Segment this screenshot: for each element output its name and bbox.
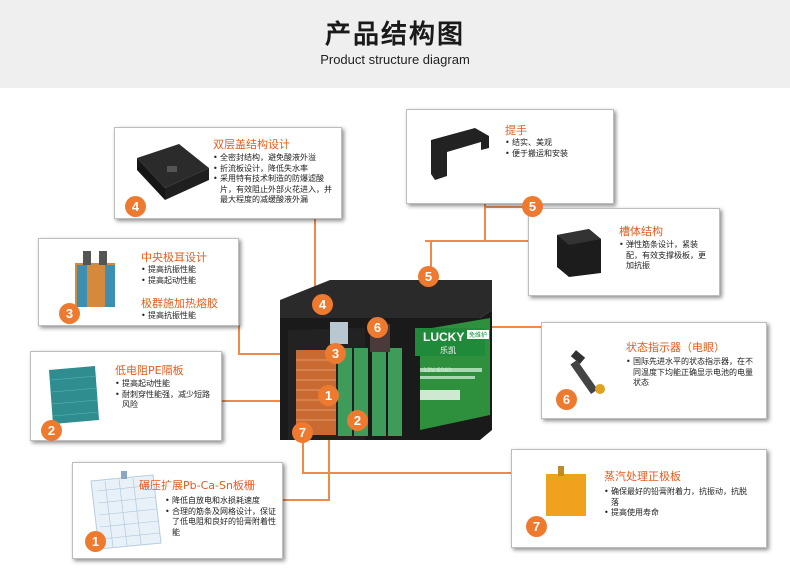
connector-line	[302, 472, 512, 474]
cover-point: 采用特有技术制造的防爆滤酸片，有效阻止外部火花进入，并最大程度的减缓酸液外漏	[213, 174, 335, 206]
callout-case: 槽体结构 弹性筋条设计，紧装配，有效支撑极板，更加抗振	[528, 208, 720, 296]
connector-line	[314, 218, 316, 298]
callout-terminal: 中央极耳设计 提高抗振性能 提高起动性能 极群施加热熔胶 提高抗振性能 3	[38, 238, 239, 326]
marker-4: 4	[312, 294, 333, 315]
cover-point: 全密封结构，避免酸液外溢	[213, 153, 335, 164]
case-points: 弹性筋条设计，紧装配，有效支撑极板，更加抗振	[619, 240, 713, 272]
case-image	[557, 229, 601, 277]
plate-title: 蒸汽处理正极板	[604, 470, 681, 483]
battery-illustration	[280, 280, 492, 440]
terminal-point: 提高抗振性能	[141, 265, 235, 276]
battery-tag: 免维护	[467, 330, 490, 339]
badge-6: 6	[556, 389, 577, 410]
callout-cover: 双层盖结构设计 全密封结构，避免酸液外溢 折流板设计，降低失水率 采用特有技术制…	[114, 127, 342, 219]
callout-plate: 蒸汽处理正极板 确保最好的铅膏附着力，抗振动，抗脱落 提高使用寿命 7	[511, 449, 767, 548]
connector-line	[328, 395, 330, 500]
case-point: 弹性筋条设计，紧装配，有效支撑极板，更加抗振	[619, 240, 713, 272]
badge-2: 2	[41, 420, 62, 441]
plate-image	[546, 466, 586, 516]
hotmelt-title: 极群施加热熔胶	[141, 297, 218, 310]
indicator-image	[570, 350, 605, 395]
grid-point: 降低自放电和水损耗速度	[165, 496, 277, 507]
callout-grid: 碾压扩展Pb-Ca-Sn板栅 降低自放电和水损耗速度 合理的筋条及网格设计，保证…	[72, 462, 283, 559]
grid-image	[90, 471, 162, 550]
terminal-title: 中央极耳设计	[141, 251, 207, 264]
separator-image	[49, 366, 100, 424]
header-band: 产品结构图 Product structure diagram	[0, 0, 790, 88]
cover-title: 双层盖结构设计	[213, 138, 290, 151]
connector-line	[302, 440, 304, 474]
marker-3: 3	[325, 343, 346, 364]
hotmelt-point: 提高抗振性能	[141, 311, 235, 322]
grid-point: 合理的筋条及网格设计，保证了低电阻和良好的铅膏附着性能	[165, 507, 277, 539]
connector-line	[484, 202, 486, 242]
page-title: 产品结构图	[324, 20, 465, 50]
callout-indicator: 状态指示器（电眼） 国际先进水平的状态指示器，在不同温度下均能正确显示电池的电量…	[541, 322, 767, 419]
indicator-points: 国际先进水平的状态指示器，在不同温度下均能正确显示电池的电量状态	[626, 357, 758, 389]
handle-point: 结实、美观	[505, 138, 609, 149]
battery-brand-cn: 乐凯	[440, 346, 456, 355]
cover-point: 折流板设计，降低失水率	[213, 164, 335, 175]
separator-point: 耐刺穿性能强，减少短路风险	[115, 390, 215, 411]
marker-5-top: 5	[522, 196, 543, 217]
battery-brand: LUCKY	[423, 330, 465, 344]
badge-4: 4	[125, 196, 146, 217]
grid-points: 降低自放电和水损耗速度 合理的筋条及网格设计，保证了低电阻和良好的铅膏附着性能	[165, 496, 277, 538]
handle-point: 便于搬运和安装	[505, 149, 609, 160]
marker-5: 5	[418, 266, 439, 287]
callout-separator: 低电阻PE隔板 提高起动性能 耐刺穿性能强，减少短路风险 2	[30, 351, 222, 441]
marker-6: 6	[367, 317, 388, 338]
callout-handle: 提手 结实、美观 便于搬运和安装	[406, 109, 614, 204]
badge-1: 1	[85, 531, 106, 552]
connector-line	[238, 325, 240, 355]
cover-image	[137, 144, 209, 200]
connector-line	[282, 499, 330, 501]
terminal-point: 提高起动性能	[141, 276, 235, 287]
marker-7: 7	[292, 422, 313, 443]
indicator-title: 状态指示器（电眼）	[626, 341, 725, 354]
connector-line	[425, 240, 529, 242]
grid-title: 碾压扩展Pb-Ca-Sn板栅	[139, 479, 255, 492]
separator-title: 低电阻PE隔板	[115, 364, 184, 377]
case-title: 槽体结构	[619, 225, 663, 238]
connector-line	[484, 206, 526, 208]
terminal-points: 提高抗振性能 提高起动性能	[141, 265, 235, 286]
marker-2: 2	[347, 410, 368, 431]
indicator-point: 国际先进水平的状态指示器，在不同温度下均能正确显示电池的电量状态	[626, 357, 758, 389]
plate-point: 提高使用寿命	[604, 508, 754, 519]
connector-line	[430, 240, 432, 272]
handle-title: 提手	[505, 124, 527, 137]
marker-1: 1	[318, 385, 339, 406]
plate-point: 确保最好的铅膏附着力，抗振动，抗脱落	[604, 487, 754, 508]
cover-points: 全密封结构，避免酸液外溢 折流板设计，降低失水率 采用特有技术制造的防爆滤酸片，…	[213, 153, 335, 206]
terminal-image	[75, 251, 115, 307]
badge-3: 3	[59, 303, 80, 324]
separator-points: 提高起动性能 耐刺穿性能强，减少短路风险	[115, 379, 215, 411]
handle-points: 结实、美观 便于搬运和安装	[505, 138, 609, 159]
handle-image	[431, 128, 489, 180]
battery-spec: 12V 60Ah	[423, 367, 453, 374]
page-subtitle: Product structure diagram	[320, 52, 470, 67]
plate-points: 确保最好的铅膏附着力，抗振动，抗脱落 提高使用寿命	[604, 487, 754, 519]
separator-point: 提高起动性能	[115, 379, 215, 390]
hotmelt-points: 提高抗振性能	[141, 311, 235, 322]
badge-7: 7	[526, 516, 547, 537]
